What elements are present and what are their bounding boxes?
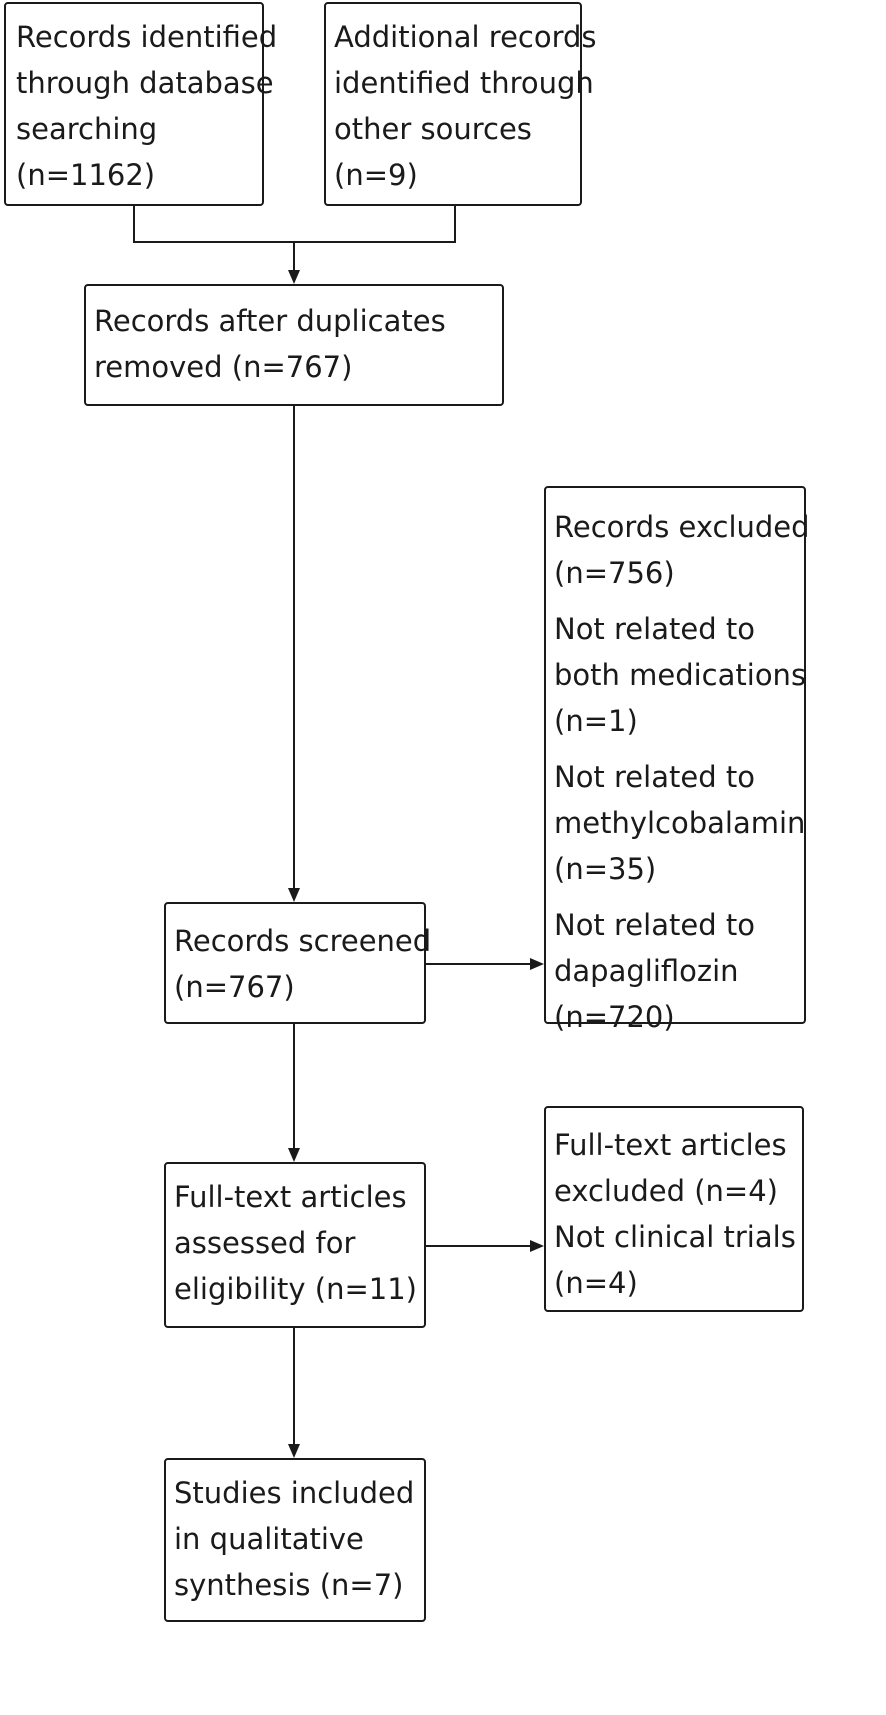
excluded-reason-methylcobalamin: Not related to methylcobalamin (n=35) [554,754,806,892]
studies-included-line-3: synthesis (n=7) [174,1568,404,1602]
fulltext-excluded-reason-label: Not clinical trials [554,1220,796,1254]
fulltext-excluded-box: Full-text articles excluded (n=4) Not cl… [544,1106,804,1312]
excluded-reason-line: Not related to [554,760,755,794]
studies-included-box: Studies included in qualitative synthesi… [164,1458,426,1622]
database-records-box: Records identified through database sear… [4,2,278,206]
arrowhead-to-fulltext [288,1148,300,1162]
excluded-reason-line: dapagliflozin [554,954,739,988]
fulltext-assessed-box: Full-text articles assessed for eligibil… [164,1162,426,1328]
database-records-line-1: Records identified [16,20,278,54]
fulltext-assessed-line-2: assessed for [174,1226,356,1260]
excluded-reason-line: both medications [554,658,807,692]
other-sources-line-2: identified through [334,66,594,100]
other-sources-box: Additional records identified through ot… [324,2,597,206]
fulltext-excluded-count: excluded (n=4) [554,1174,778,1208]
fulltext-excluded-title: Full-text articles [554,1128,787,1162]
records-screened-title: Records screened [174,924,432,958]
database-records-line-3: searching [16,112,158,146]
duplicates-removed-line-2: removed (n=767) [94,350,353,384]
other-sources-line-1: Additional records [334,20,597,54]
excluded-reason-line: Not related to [554,612,755,646]
arrowhead-to-excluded [530,958,544,970]
fulltext-excluded-total: Full-text articles excluded (n=4) [554,1122,796,1214]
duplicates-removed-line-1: Records after duplicates [94,304,446,338]
records-screened-count: (n=767) [174,970,295,1004]
records-screened-box: Records screened (n=767) [164,902,432,1024]
studies-included-line-2: in qualitative [174,1522,364,1556]
excluded-reason-count: (n=720) [554,1000,675,1034]
records-excluded-total: Records excluded (n=756) [554,504,810,596]
excluded-reason-count: (n=1) [554,704,638,738]
database-records-line-2: through database [16,66,274,100]
fulltext-excluded-reason-count: (n=4) [554,1266,638,1300]
arrowhead-to-included [288,1444,300,1458]
excluded-reason-dapagliflozin: Not related to dapagliflozin (n=720) [554,902,798,1040]
arrowhead-to-duplicates [288,270,300,284]
duplicates-removed-box: Records after duplicates removed (n=767) [84,284,504,406]
other-sources-count: (n=9) [334,158,418,192]
records-excluded-title: Records excluded [554,510,810,544]
excluded-reason-count: (n=35) [554,852,657,886]
studies-included-line-1: Studies included [174,1476,415,1510]
database-records-count: (n=1162) [16,158,156,192]
fulltext-excluded-reason: Not clinical trials (n=4) [554,1214,796,1306]
records-excluded-box: Records excluded (n=756) Not related to … [544,486,810,1034]
fulltext-assessed-line-3: eligibility (n=11) [174,1272,417,1306]
excluded-reason-line: Not related to [554,908,755,942]
arrowhead-to-screened [288,888,300,902]
fulltext-assessed-line-1: Full-text articles [174,1180,407,1214]
excluded-reason-line: methylcobalamin [554,806,806,840]
arrowhead-to-fulltext-excluded [530,1240,544,1252]
records-excluded-count: (n=756) [554,556,675,590]
other-sources-line-3: other sources [334,112,532,146]
excluded-reason-both-medications: Not related to both medications (n=1) [554,606,807,744]
